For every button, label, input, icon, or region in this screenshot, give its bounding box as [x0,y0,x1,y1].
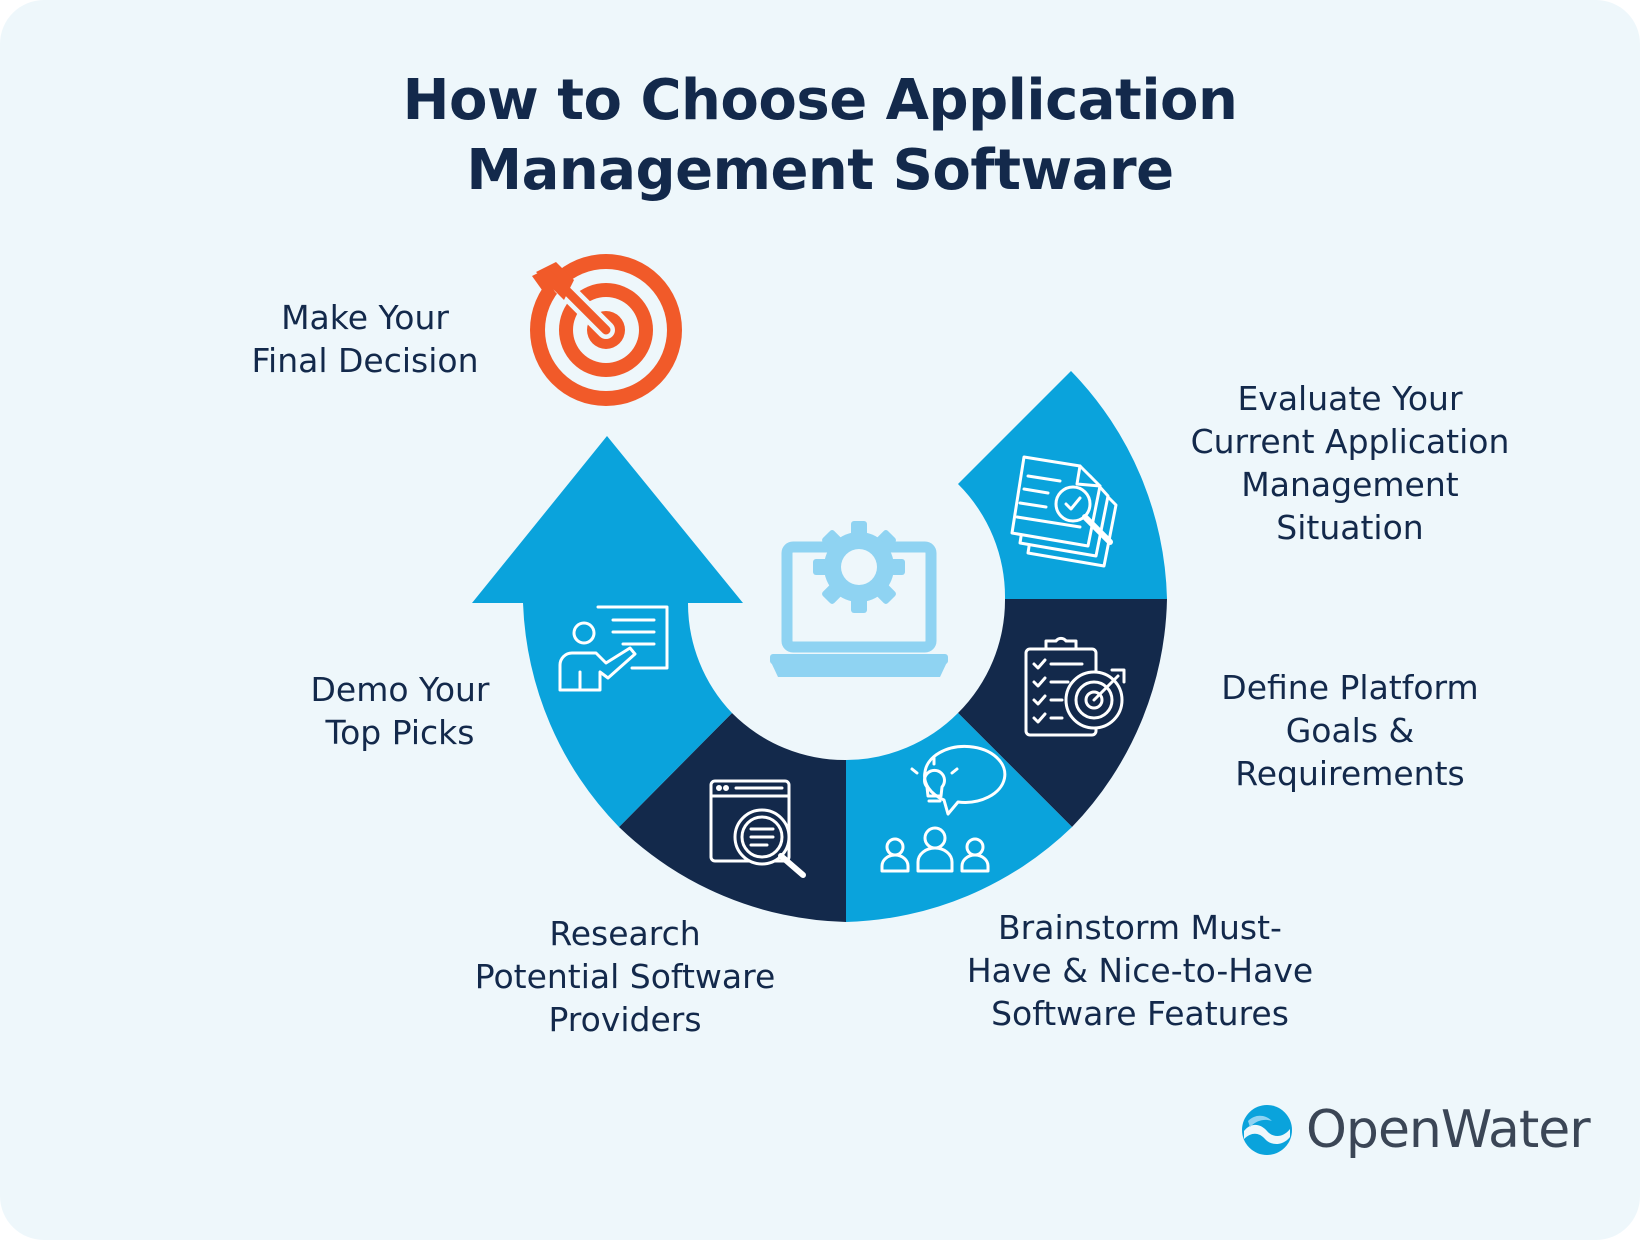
step-label-line: Research [549,914,701,953]
step-label-line: Final Decision [251,341,479,380]
step-label-define: Define Platform Goals & Requirements [1200,666,1500,795]
step-label-demo: Demo Your Top Picks [290,668,510,754]
step-label-line: Define Platform [1221,668,1479,707]
segment-research [619,713,846,922]
page-title: How to Choose Application Management Sof… [0,66,1640,206]
step-label-research: Research Potential Software Providers [460,912,790,1041]
step-label-line: Current Application [1190,422,1510,461]
step-label-line: Situation [1276,508,1424,547]
target-arrow-icon [530,254,682,406]
title-line-1: How to Choose Application [402,68,1238,133]
step-label-line: Goals & [1285,711,1415,750]
brand-logo: OpenWater [1240,1100,1591,1160]
team-idea-icon [880,744,1007,873]
step-label-line: Demo Your [310,670,490,709]
step-label-line: Make Your [281,298,449,337]
step-label-line: Have & Nice-to-Have [966,951,1314,990]
step-label-decision: Make Your Final Decision [235,296,495,382]
step-label-line: Software Features [991,994,1289,1033]
step-label-brainstorm: Brainstorm Must- Have & Nice-to-Have Sof… [960,906,1320,1035]
step-label-line: Management [1241,465,1459,504]
brand-name: OpenWater [1306,1100,1591,1160]
title-line-2: Management Software [466,138,1174,203]
step-label-line: Requirements [1235,754,1465,793]
step-label-line: Evaluate Your [1237,379,1463,418]
step-label-evaluate: Evaluate Your Current Application Manage… [1185,377,1515,549]
presenter-board-icon [558,605,669,692]
documents-magnifier-icon [1010,455,1118,568]
step-label-line: Top Picks [325,713,475,752]
step-label-line: Potential Software [474,957,776,996]
segment-demo-arrow [472,436,743,827]
laptop-gear-icon [770,521,948,677]
clipboard-target-icon [1024,636,1126,737]
step-label-line: Providers [548,1000,702,1039]
browser-search-icon [709,779,806,878]
step-label-line: Brainstorm Must- [998,908,1282,947]
openwater-logo-icon [1242,1105,1292,1155]
